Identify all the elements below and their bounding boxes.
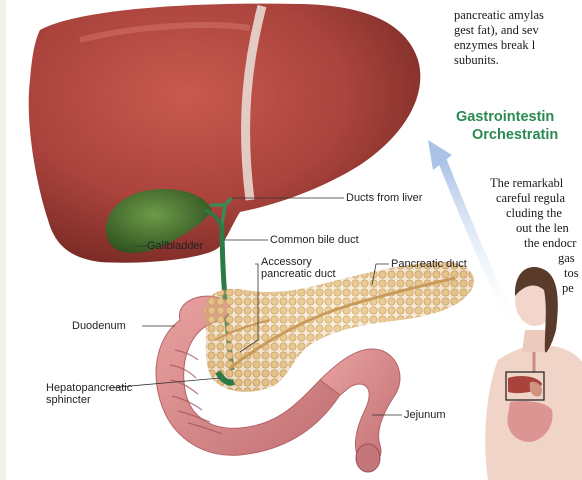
para2-line1: The remarkabl [490,176,563,191]
label-sphincter-line1: Hepatopancreatic [46,382,132,394]
liver [29,4,421,263]
label-ducts-from-liver: Ducts from liver [346,192,422,204]
para2-line6: gas [558,251,575,266]
para1-line3: enzymes break l [454,38,535,53]
para2-line3: cluding the [506,206,562,221]
para2-line7: tos [564,266,579,281]
label-accessory-duct-line2: pancreatic duct [261,268,336,280]
para2-line5: the endocr [524,236,576,251]
section-heading-line2: Orchestratin [472,126,558,144]
para2-line4: out the len [516,221,569,236]
para2-line2: careful regula [496,191,565,206]
section-heading-line1: Gastrointestin [456,108,554,126]
label-accessory-duct-line1: Accessory [261,256,312,268]
para1-line2: gest fat), and sev [454,23,539,38]
para1-line1: pancreatic amylas [454,8,544,23]
jejunum-opening [356,444,380,472]
para2-line8: pe [562,281,574,296]
figure-neck [522,330,548,352]
label-pancreatic-duct: Pancreatic duct [391,258,467,270]
para1-line4: subunits. [454,53,499,68]
label-duodenum: Duodenum [72,320,126,332]
label-jejunum: Jejunum [404,409,446,421]
label-common-bile-duct: Common bile duct [270,234,359,246]
label-gallbladder: Gallbladder [147,240,203,252]
label-sphincter-line2: sphincter [46,394,91,406]
